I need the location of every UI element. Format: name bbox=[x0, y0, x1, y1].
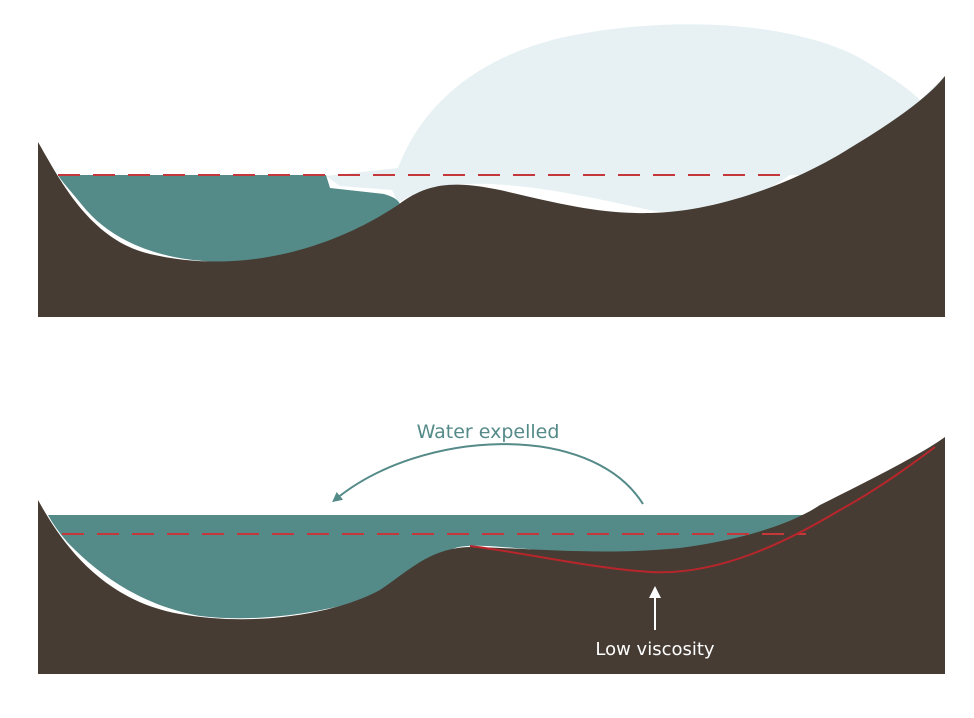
low-viscosity-boundary bbox=[469, 446, 936, 574]
top-panel bbox=[38, 24, 945, 317]
water-expelled-label: Water expelled bbox=[417, 421, 560, 443]
water-expelled-arrow bbox=[332, 443, 644, 505]
lake-water-top bbox=[58, 175, 400, 263]
ice-sheet bbox=[326, 24, 945, 213]
sea-water-bottom bbox=[48, 515, 806, 619]
bottom-panel: Water expelled Low viscosity bbox=[38, 421, 945, 674]
bedrock-bottom bbox=[38, 437, 945, 674]
low-viscosity-label: Low viscosity bbox=[595, 639, 715, 660]
bedrock-top bbox=[38, 76, 945, 317]
